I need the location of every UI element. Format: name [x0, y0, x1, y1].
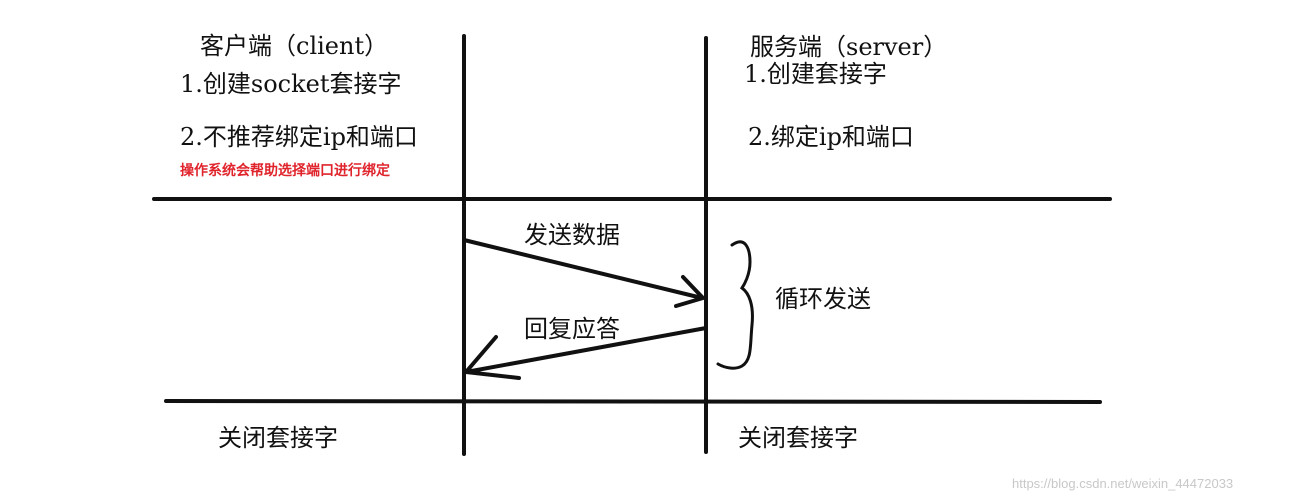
watermark-url: https://blog.csdn.net/weixin_44472033 [1012, 476, 1234, 491]
bottom-separator [164, 399, 1102, 404]
server-close-socket: 关闭套接字 [738, 424, 858, 452]
send-arrowhead [674, 275, 705, 308]
loop-brace [716, 240, 754, 370]
server-step-create-socket: 1.创建套接字 [744, 60, 887, 88]
send-arrow [462, 238, 704, 300]
client-step-no-bind: 2.不推荐绑定ip和端口 [180, 123, 418, 151]
reply-arrow [464, 326, 708, 374]
client-close-socket: 关闭套接字 [218, 424, 338, 452]
reply-label: 回复应答 [524, 315, 620, 343]
client-title: 客户端（client） [200, 32, 389, 60]
send-data-label: 发送数据 [524, 221, 620, 249]
server-step-bind: 2.绑定ip和端口 [748, 123, 914, 151]
client-step-create-socket: 1.创建socket套接字 [180, 70, 402, 98]
loop-send-label: 循环发送 [775, 285, 871, 313]
client-os-bind-note: 操作系统会帮助选择端口进行绑定 [180, 163, 390, 179]
server-title: 服务端（server） [750, 33, 948, 61]
reply-arrowhead [464, 335, 521, 380]
